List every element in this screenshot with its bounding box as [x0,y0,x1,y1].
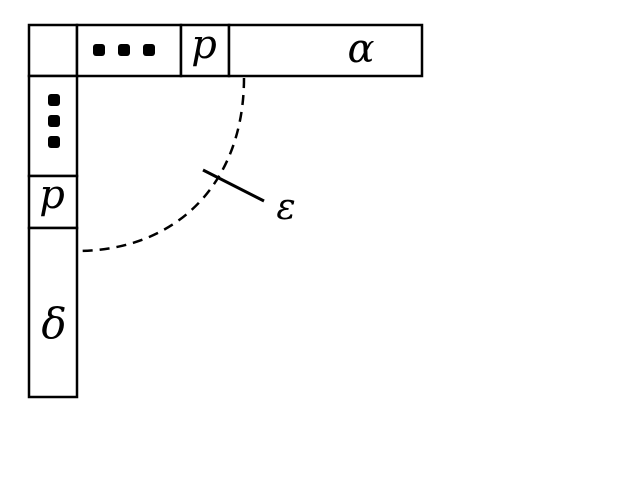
left-p-label: p [39,172,65,218]
ellipsis-dot [118,44,130,56]
ellipsis-dot [143,44,155,56]
ellipsis-dot [48,136,60,148]
epsilon-label: ε [276,187,295,228]
top-alpha-cell [227,23,424,78]
epsilon-marker-line [202,168,265,203]
left-delta-cell [27,226,79,399]
left-p-cell [27,174,79,230]
top-strip: p α [75,22,424,78]
ellipsis-dot [93,44,105,56]
top-alpha-label: α [347,26,374,72]
corner-cell [27,23,79,78]
dashed-arc [77,77,246,253]
left-strip: p δ [27,74,79,399]
horizontal-ellipsis-icon [93,44,155,56]
vertical-ellipsis-icon [48,94,60,148]
left-delta-label: δ [41,299,66,348]
top-p-label: p [191,22,217,68]
top-p-cell [179,23,231,78]
ellipsis-dot [48,94,60,106]
ellipsis-dot [48,115,60,127]
